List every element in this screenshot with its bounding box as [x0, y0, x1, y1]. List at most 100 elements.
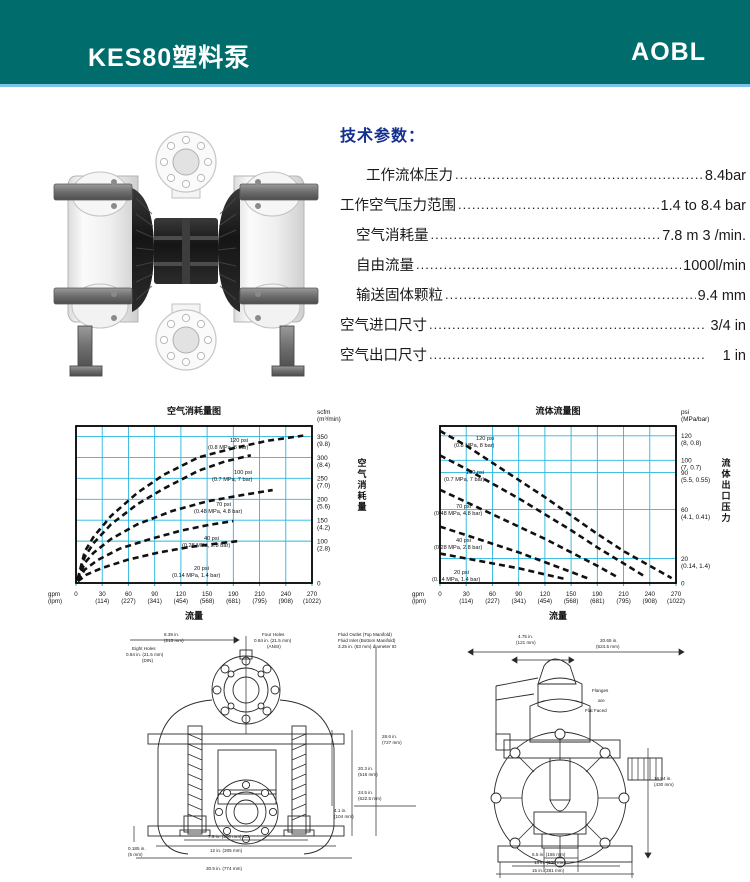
dim-height-mid-l1: 20.3 in.: [358, 766, 373, 771]
dim-depth-top-l1: 4.75 in.: [518, 634, 533, 639]
dim-height-base-l1: 4.1 in.: [334, 808, 347, 813]
x-tick-label: 210: [254, 591, 265, 598]
x-tick-sublabel: (454): [174, 598, 188, 605]
dim-width-top-l2: (213 mm): [164, 638, 184, 643]
curve-sublabel-120-psi: (0.8 MPa, 8 bar): [208, 445, 249, 451]
spec-value: 1.4 to 8.4 bar: [660, 198, 746, 214]
dim-foot-thk-l1: 0.185 in.: [128, 846, 146, 851]
tech-parameters-title: 技术参数：: [340, 128, 426, 145]
y-tick-label: 150: [317, 518, 328, 525]
x-tick-label: 190: [592, 591, 603, 598]
spec-label: 空气出口尺寸: [340, 348, 427, 364]
dim-flange-od: 7.9 in. (200 mm) OD: [208, 834, 250, 839]
spec-leader-dots: ........................................…: [429, 347, 706, 362]
page-header: KES80塑料泵 AOBL: [0, 0, 750, 84]
curve-label-120-psi: 120 psi: [476, 436, 494, 442]
dim-base-mid: 13 in. (330 mm): [534, 860, 567, 865]
brand-logo-text: AOBL: [631, 38, 706, 66]
page-title: KES80塑料泵: [88, 44, 251, 72]
x-axis-title: 流量: [549, 610, 567, 621]
spec-leader-dots: ........................................…: [445, 287, 696, 302]
spec-label: 空气进口尺寸: [340, 318, 427, 334]
x-tick-label: 0: [74, 591, 78, 598]
dim-ports-l2: Fluid Inlet (Bottom Manifold): [338, 638, 396, 643]
x-tick-sublabel: (1022): [303, 598, 321, 605]
curve-40-psi: [76, 519, 234, 582]
spec-value: 9.4 mm: [697, 288, 746, 304]
curve-20-psi: [76, 539, 238, 583]
dim-ports-l1: Fluid Outlet (Top Manifold): [338, 632, 392, 637]
y-axis-title: 流体出口压力: [721, 457, 731, 523]
spec-label: 空气消耗量: [356, 228, 429, 244]
dimension-labels: 8.39 in. (213 mm) Four Holes 0.84 in. (2…: [126, 632, 402, 871]
front-view-svg: 8.39 in. (213 mm) Four Holes 0.84 in. (2…: [126, 632, 416, 871]
spec-label: 自由流量: [356, 258, 414, 274]
spec-label: 输送固体颗粒: [356, 288, 443, 304]
curve-label-70-psi: 70 psi: [456, 504, 471, 510]
y-axis-title: 空气消耗量: [356, 457, 366, 512]
curve-sublabel-40-psi: (0.28 MPa, 2.8 bar): [434, 545, 482, 551]
dim-width-mid: 12 in. (305 mm): [210, 848, 243, 853]
y-tick-label: 120: [681, 433, 692, 440]
x-tick-label: 120: [540, 591, 551, 598]
curve-40-psi: [440, 525, 591, 581]
y-tick-label: 250: [317, 476, 328, 483]
x-tick-label: 120: [176, 591, 187, 598]
curve-label-100-psi: 100 psi: [466, 470, 484, 476]
x-tick-label: 30: [99, 591, 106, 598]
x-tick-label: 240: [281, 591, 292, 598]
x-tick-sublabel: (795): [616, 598, 630, 605]
curve-sublabel-20-psi: (0.14 MPa, 1.4 bar): [432, 577, 480, 583]
y-tick-sublabel: (9.8): [317, 441, 330, 448]
curve-label-40-psi: 40 psi: [204, 536, 219, 542]
dim-four-holes-l1: Four Holes: [262, 632, 285, 637]
dim-ports-l3: 3.25 in. (83 mm) diameter ID: [338, 644, 397, 649]
spec-row: 工作空气压力范围................................…: [340, 194, 746, 215]
spec-leader-dots: ........................................…: [458, 197, 659, 212]
x-unit-sublabel: (lpm): [412, 598, 426, 605]
front-view-drawing: 8.39 in. (213 mm) Four Holes 0.84 in. (2…: [126, 630, 456, 880]
x-tick-label: 210: [618, 591, 629, 598]
plot-frame: [75, 425, 313, 584]
dim-width-total: 30.5 in. (774 mm): [206, 866, 242, 871]
side-view-svg: 4.75 in. (121 mm) 20.65 in. (524.5 mm) F…: [467, 634, 685, 878]
y-tick-label: 200: [317, 497, 328, 504]
curve-label-120-psi: 120 psi: [230, 438, 248, 444]
x-tick-label: 150: [566, 591, 577, 598]
curve-100-psi: [440, 454, 647, 578]
curve-70-psi: [440, 488, 620, 580]
x-tick-label: 0: [438, 591, 442, 598]
x-tick-sublabel: (795): [252, 598, 266, 605]
y-tick-sublabel: (0.14, 1.4): [681, 563, 710, 570]
dim-height-mid-l2: (516 mm): [358, 772, 378, 777]
x-tick-label: 240: [645, 591, 656, 598]
curve-label-40-psi: 40 psi: [456, 538, 471, 544]
x-tick-sublabel: (1022): [667, 598, 685, 605]
dimension-lines: [467, 648, 685, 878]
y-unit-label: psi: [681, 409, 689, 416]
dim-width-top-l1: 8.39 in.: [164, 632, 179, 637]
x-tick-label: 150: [202, 591, 213, 598]
dim-height-right-l2: (430 mm): [654, 782, 674, 787]
curve-sublabel-20-psi: (0.14 MPa, 1.4 bar): [172, 573, 220, 579]
y-tick-label: 100: [681, 458, 692, 465]
y-tick-label: 20: [681, 556, 689, 563]
x-tick-label: 90: [515, 591, 522, 598]
spec-label: 工作空气压力范围: [340, 198, 456, 214]
spec-row: 自由流量....................................…: [340, 254, 746, 275]
spec-row: 工作流体压力..................................…: [340, 164, 746, 185]
y-tick-sublabel: (8.4): [317, 462, 330, 469]
x-unit-sublabel: (lpm): [48, 598, 62, 605]
curve-label-70-psi: 70 psi: [216, 502, 231, 508]
spec-list: 工作流体压力..................................…: [340, 164, 746, 365]
curve-label-20-psi: 20 psi: [194, 566, 209, 572]
dim-height-total-l1: 28.6 in.: [382, 734, 397, 739]
x-tick-sublabel: (227): [485, 598, 499, 605]
dim-depth-total-l1: 20.65 in.: [600, 638, 618, 643]
dim-height-low-l1: 24.5 in.: [358, 790, 373, 795]
dim-height-low-l2: (622.5 mm): [358, 796, 382, 801]
x-tick-sublabel: (568): [200, 598, 214, 605]
x-tick-sublabel: (681): [590, 598, 604, 605]
spec-value: 1000l/min: [683, 258, 746, 274]
